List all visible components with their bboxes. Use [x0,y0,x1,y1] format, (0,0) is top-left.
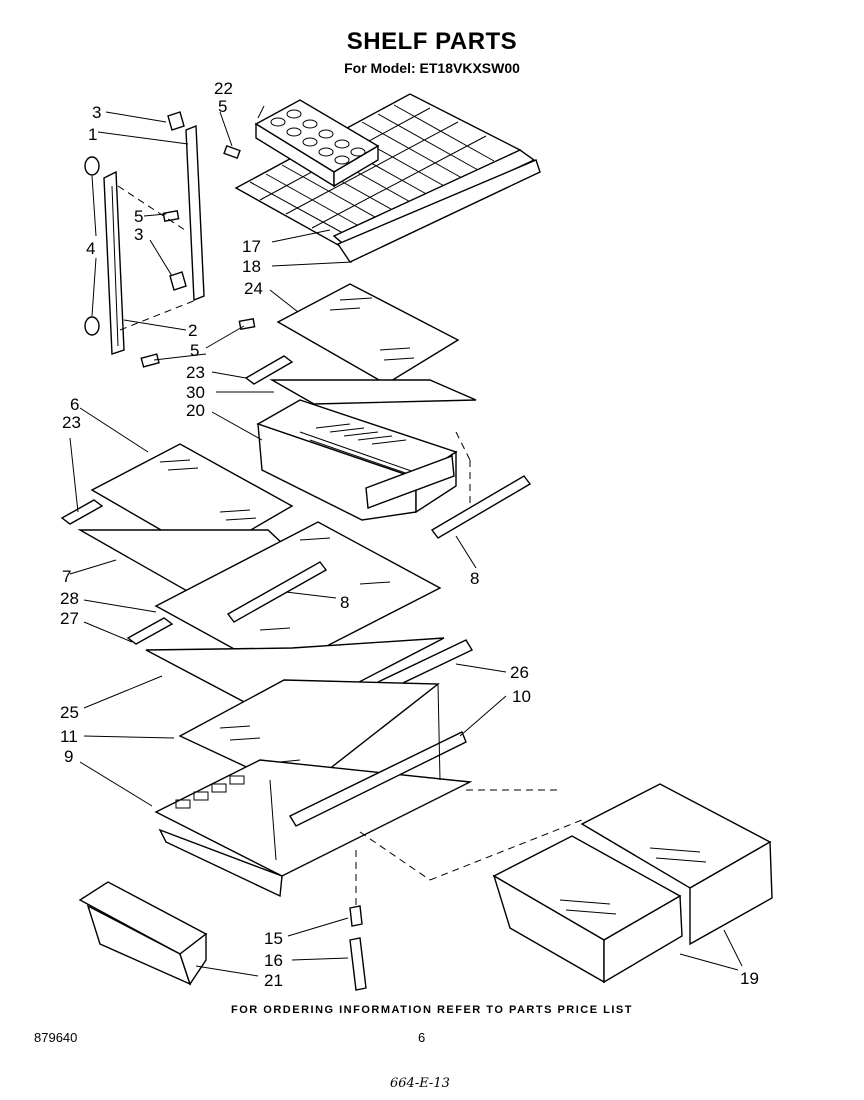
page-title: SHELF PARTS [346,28,518,55]
callout-16: 16 [264,951,283,970]
callout-22: 22 [214,79,233,98]
handwritten-code: 664-E-13 [390,1076,450,1091]
callout-23: 23 [62,413,81,432]
right-crisper-pans [492,783,773,984]
wire-shelf [234,93,541,263]
callout-1: 1 [88,125,98,144]
shelf-rail-assembly [84,111,256,368]
callout-26: 26 [510,663,529,682]
callout-3: 3 [134,225,144,244]
callout-8: 8 [470,569,480,588]
callout-23: 23 [186,363,205,382]
callout-25: 25 [60,703,79,722]
callout-9: 9 [64,747,74,766]
callout-30: 30 [186,383,205,402]
callout-3: 3 [92,103,102,122]
callout-24: 24 [244,279,263,298]
ordering-info-note: FOR ORDERING INFORMATION REFER TO PARTS … [231,1004,633,1016]
callout-11: 11 [60,727,78,746]
callout-7: 7 [62,567,72,586]
callout-19: 19 [740,969,759,988]
callout-8: 8 [340,593,350,612]
callout-17: 17 [242,237,261,256]
callout-21: 21 [264,971,283,990]
callout-15: 15 [264,929,283,948]
exploded-parts-diagram [60,93,773,991]
callout-5: 5 [190,341,200,360]
crisper-cover-frame [154,683,583,898]
callout-5: 5 [134,207,144,226]
callout-20: 20 [186,401,205,420]
document-number: 879640 [34,1030,78,1045]
shelf-trim-part-8-right [430,475,532,539]
callout-4: 4 [86,239,96,258]
small-drawer [78,881,208,986]
callout-2: 2 [188,321,198,340]
callout-5: 5 [218,97,228,116]
shelf-support-post [349,850,367,991]
callout-28: 28 [60,589,79,608]
leader-lines [69,105,743,977]
callout-6: 6 [70,395,80,414]
upper-crisper-pan [256,399,471,521]
upper-right-glass-shelf [244,283,477,405]
model-subtitle: For Model: ET18VKXSW00 [344,60,520,76]
ice-tray [254,99,380,188]
callout-27: 27 [60,609,79,628]
callout-18: 18 [242,257,261,276]
callout-10: 10 [512,687,531,706]
page-number: 6 [418,1030,426,1045]
